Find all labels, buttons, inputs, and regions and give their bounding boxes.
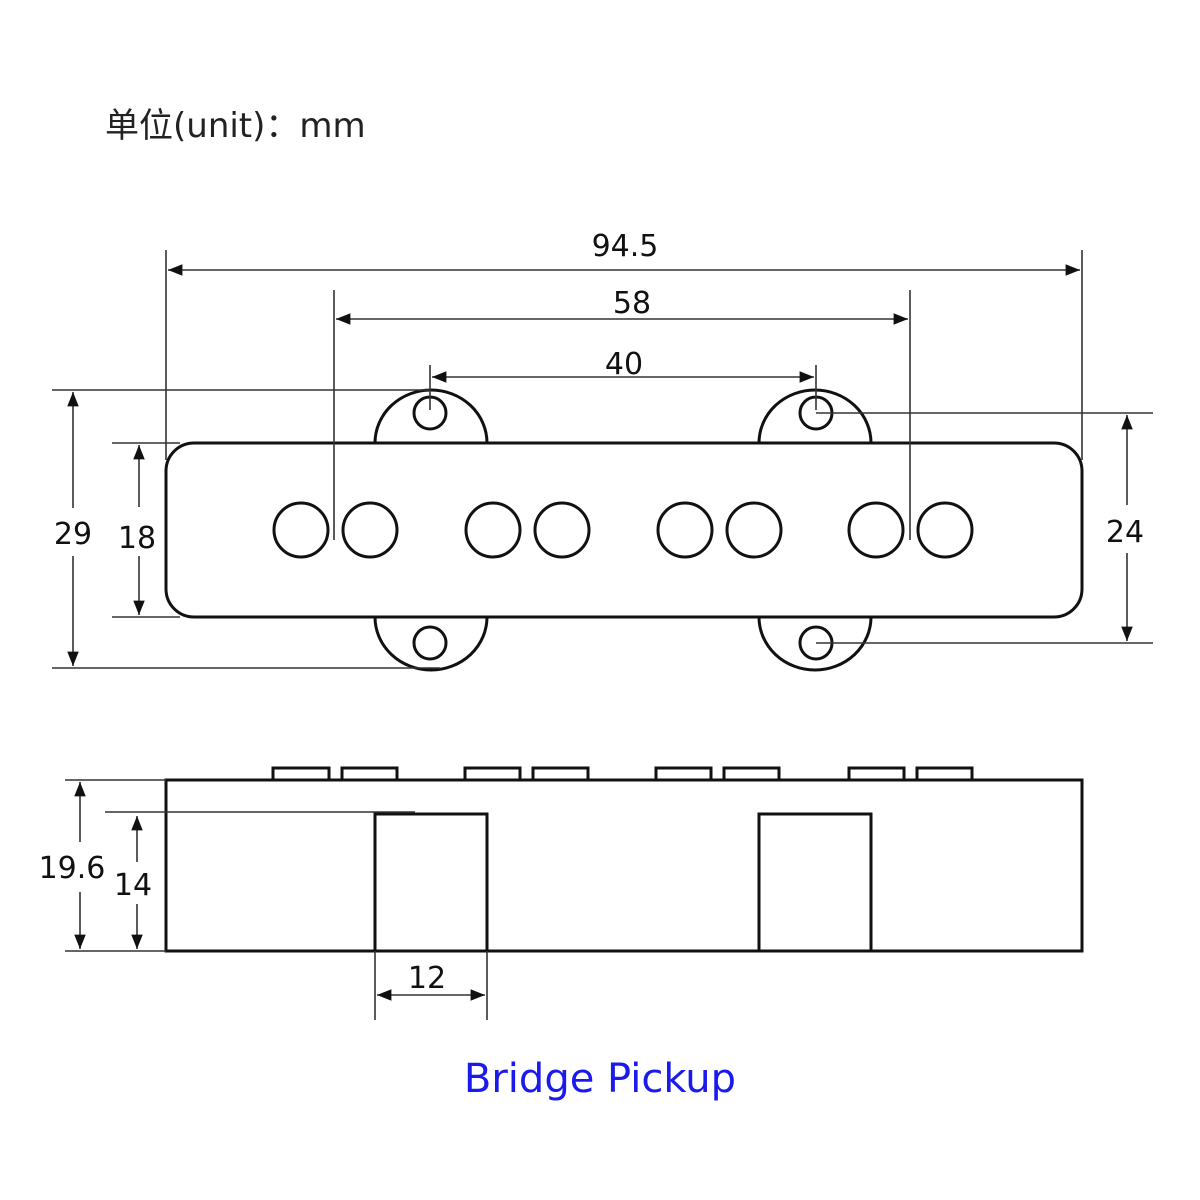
dim-overall-height-label: 19.6 [39, 851, 106, 886]
dim-body-width-label: 18 [118, 521, 156, 556]
mount-hole [412, 625, 448, 661]
ear-top-right [757, 388, 873, 444]
ear-side-right [757, 812, 873, 953]
dim-ear-width-label: 12 [408, 961, 446, 996]
pole-piece [272, 501, 330, 559]
ear-bottom-left [373, 616, 489, 672]
dim-hole-vertical-spacing-label: 24 [1106, 515, 1144, 550]
dim-overall-length-label: 94.5 [592, 229, 659, 264]
pole-piece [847, 501, 905, 559]
dim-mount-hole-spacing-label: 40 [605, 347, 643, 382]
unit-label: 单位(unit)：mm [105, 106, 366, 146]
pole-piece [725, 501, 783, 559]
side-view: 19.6 14 12 [39, 766, 1084, 1020]
pickup-body-side [164, 778, 1084, 953]
diagram-title: Bridge Pickup [464, 1056, 736, 1102]
ear-side-left [373, 812, 489, 953]
dim-overall-width-label: 29 [54, 517, 92, 552]
pole-piece [341, 501, 399, 559]
pole-piece [656, 501, 714, 559]
pole-piece [533, 501, 591, 559]
ear-bottom-right [757, 616, 873, 672]
top-view: 94.5 58 40 29 18 24 [52, 229, 1153, 672]
pole-pieces [272, 501, 974, 559]
pole-piece [464, 501, 522, 559]
pickup-body-top [164, 441, 1084, 619]
dim-body-height-label: 14 [114, 868, 152, 903]
dim-mount-spacing-outer-label: 58 [613, 286, 651, 321]
pole-piece [916, 501, 974, 559]
ear-top-left [373, 388, 489, 444]
